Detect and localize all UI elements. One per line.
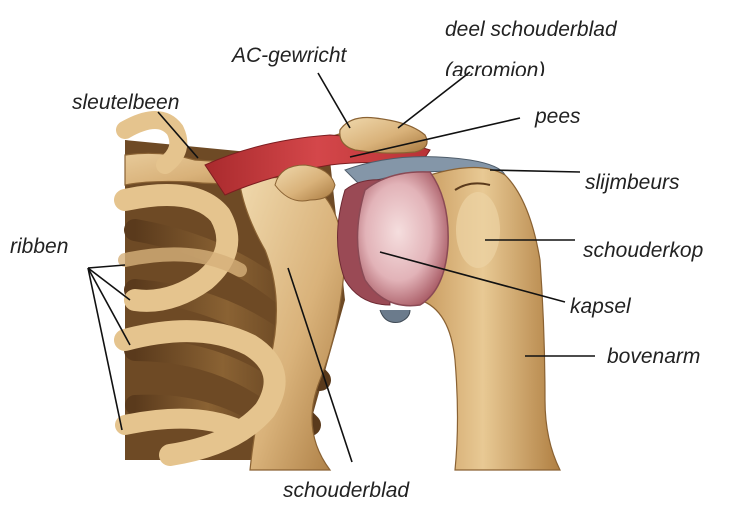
label-acromion-line1: deel schouderblad	[445, 19, 617, 40]
label-acromion-line2: (acromion)	[445, 60, 545, 76]
line-ribs-3	[88, 268, 122, 430]
label-bursa: slijmbeurs	[585, 172, 680, 193]
line-ribs-1	[88, 265, 125, 268]
line-bursa	[490, 170, 580, 172]
line-acromion	[398, 72, 470, 128]
humeral-head	[358, 172, 449, 306]
acromion-bone	[340, 118, 427, 154]
label-tendon: pees	[535, 106, 581, 127]
label-scapula: schouderblad	[283, 480, 409, 501]
label-upper-arm: bovenarm	[607, 346, 700, 367]
label-ribs: ribben	[10, 236, 68, 257]
label-clavicle: sleutelbeen	[72, 92, 179, 113]
line-ac-joint	[318, 73, 350, 128]
label-capsule: kapsel	[570, 296, 631, 317]
line-ribs-2	[88, 268, 130, 345]
label-humeral-head: schouderkop	[583, 240, 703, 261]
label-ac-joint: AC-gewricht	[232, 45, 346, 66]
